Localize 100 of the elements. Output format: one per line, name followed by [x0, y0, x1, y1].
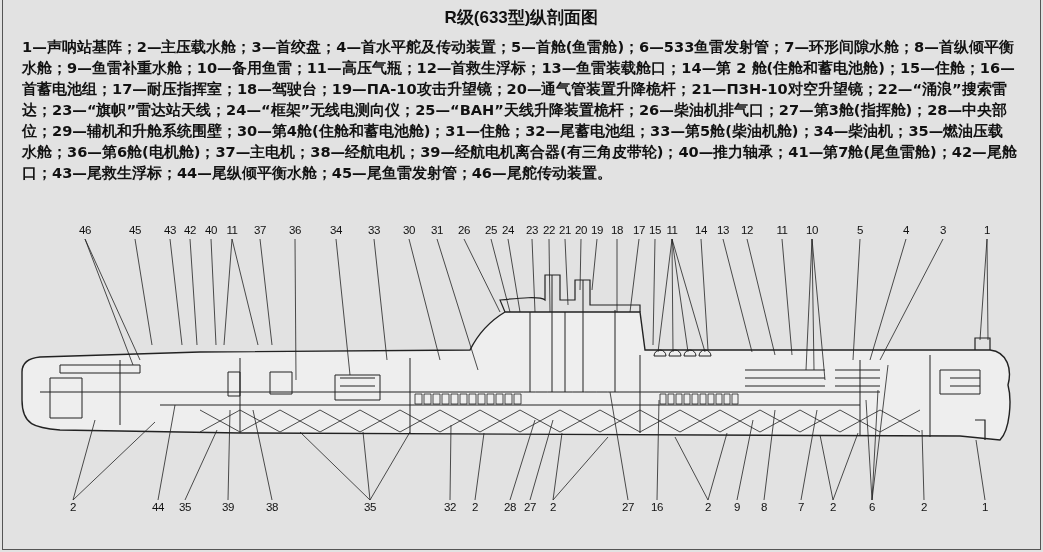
leader-line: [507, 238, 521, 313]
callout-number: 2: [64, 501, 82, 513]
callout-number: 22: [540, 224, 558, 236]
leader-line: [700, 238, 709, 351]
leader-line: [871, 364, 889, 501]
leader-line: [552, 432, 563, 501]
leader-line: [184, 429, 218, 501]
leader-line: [781, 238, 793, 356]
callout-number: 36: [286, 224, 304, 236]
leader-line: [591, 238, 598, 291]
callout-number: 1: [978, 224, 996, 236]
leader-line: [223, 238, 233, 346]
legend-paragraph: 1—声呐站基阵；2—主压载水舱；3—首绞盘；4—首水平舵及传动装置；5—首舱(鱼雷舱)；6—533鱼雷发射管；7—环形间隙水舱；8—首纵倾平衡水舱；9—鱼雷补重水舱；10—备用鱼雷；11—高压气瓶；12—首救生浮标；13—鱼雷装载舱口；14—第 2 舱(住舱和蓄电池舱)；15—住舱；16—首蓄电池组；17—耐压指挥室；18—驾驶台；19—ПА-10攻击升望镜；20—通气管装置升降桅杆；21—ПЗН-10对空升望镜；22—“涌浪”搜索雷达；23—“旗帜”雷达站天线；24—“框架”无线电测向仪；25—“BAH”天线升降装置桅杆；26—柴油机排气口；27—第3舱(指挥舱)；28—中央部位；29—辅机和升舱系统围壁；30—第4舱(住舱和蓄电池舱)；31—住舱；32—尾蓄电池组；33—第5舱(柴油机舱)；34—柴油机；35—燃油压载水舱；36—第6舱(电机舱)；37—主电机；38—经航电机；39—经航电机离合器(有三角皮带轮)；40—推力轴承；41—第7舱(尾鱼雷舱)；42—尾舱口；43—尾救生浮标；44—尾纵倾平衡水舱；45—尾鱼雷发射管；46—尾舵传动装置。: [22, 37, 1017, 183]
leader-line: [869, 238, 907, 361]
leader-line: [819, 434, 834, 501]
leader-line: [811, 238, 815, 371]
callout-number: 17: [630, 224, 648, 236]
leader-line: [474, 432, 485, 501]
leader-line: [879, 238, 944, 361]
callout-number: 2: [466, 501, 484, 513]
callout-number: 11: [663, 224, 681, 236]
leader-line: [449, 424, 452, 501]
leader-line: [736, 419, 754, 501]
callout-number: 27: [521, 501, 539, 513]
callout-number: 34: [327, 224, 345, 236]
leader-line: [579, 238, 582, 291]
leader-line: [871, 389, 879, 501]
callout-number: 9: [728, 501, 746, 513]
callout-number: 35: [361, 501, 379, 513]
callout-number: 37: [251, 224, 269, 236]
leader-line: [84, 238, 141, 361]
callout-number: 21: [556, 224, 574, 236]
leader-line: [986, 238, 989, 341]
leader-line: [616, 238, 618, 313]
callout-number: 20: [572, 224, 590, 236]
leader-line: [800, 409, 818, 501]
leader-line: [564, 238, 569, 306]
callout-number: 3: [934, 224, 952, 236]
leader-line: [531, 238, 536, 313]
callout-number: 4: [897, 224, 915, 236]
leader-line: [463, 238, 501, 313]
leader-line: [746, 238, 776, 356]
callout-number: 23: [523, 224, 541, 236]
callout-number: 11: [223, 224, 241, 236]
leader-line: [490, 238, 511, 313]
leader-line: [84, 238, 134, 366]
leader-line: [408, 238, 441, 361]
callout-number: 2: [824, 501, 842, 513]
leader-line: [707, 432, 728, 501]
callout-number: 28: [501, 501, 519, 513]
callout-number: 24: [499, 224, 517, 236]
leader-line: [294, 238, 297, 381]
leader-line: [852, 238, 861, 361]
leader-line: [72, 421, 156, 501]
callout-number: 30: [400, 224, 418, 236]
callout-number: 10: [803, 224, 821, 236]
leader-line: [134, 238, 153, 346]
callout-number: 40: [202, 224, 220, 236]
leader-line: [629, 238, 640, 313]
leader-line: [529, 419, 554, 501]
callout-number: 38: [263, 501, 281, 513]
leader-line: [921, 429, 925, 501]
callout-number: 46: [76, 224, 94, 236]
leader-line: [656, 399, 660, 501]
callout-number: 2: [544, 501, 562, 513]
callout-number: 13: [714, 224, 732, 236]
callout-number: 15: [646, 224, 664, 236]
callout-number: 39: [219, 501, 237, 513]
leader-line: [210, 238, 217, 346]
leader-line: [169, 238, 183, 346]
callout-number: 16: [648, 501, 666, 513]
callout-number: 19: [588, 224, 606, 236]
callout-number: 2: [699, 501, 717, 513]
callout-number: 14: [692, 224, 710, 236]
leader-line: [552, 436, 609, 501]
callout-number: 32: [441, 501, 459, 513]
leader-line: [548, 238, 551, 313]
leader-line: [609, 391, 629, 501]
leader-line: [671, 238, 706, 353]
leader-line: [299, 431, 371, 501]
callout-number: 33: [365, 224, 383, 236]
leader-line: [652, 238, 656, 346]
leader-line: [811, 238, 826, 381]
callout-number: 26: [455, 224, 473, 236]
leader-line: [509, 419, 536, 501]
callout-number: 27: [619, 501, 637, 513]
leader-line: [189, 238, 198, 346]
leader-line: [373, 238, 388, 361]
diagram-title: R级(633型)纵剖面图: [443, 7, 600, 29]
leader-line: [436, 238, 479, 371]
callout-number: 44: [149, 501, 167, 513]
leader-line: [832, 432, 859, 501]
callout-number: 5: [851, 224, 869, 236]
callout-number: 1: [976, 501, 994, 513]
leader-line: [369, 431, 411, 501]
callout-number: 2: [915, 501, 933, 513]
callout-number: 11: [773, 224, 791, 236]
callout-number: 12: [738, 224, 756, 236]
leader-line: [231, 238, 259, 346]
leader-line: [157, 404, 176, 501]
